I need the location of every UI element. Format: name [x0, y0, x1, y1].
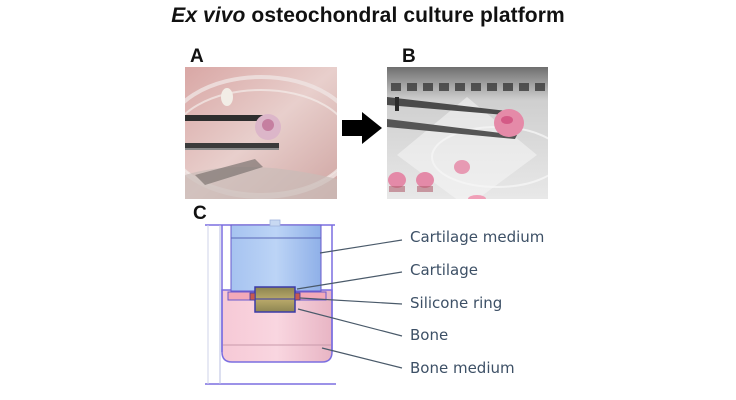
callout-cartilage-medium: Cartilage medium — [410, 228, 545, 246]
panel-label-b: B — [402, 46, 416, 67]
leader-lines — [296, 239, 403, 369]
callout-silicone-ring: Silicone ring — [410, 294, 503, 312]
figure-title: Ex vivo osteochondral culture platform — [0, 4, 736, 28]
panel-label-a: A — [190, 46, 204, 67]
callout-bone-medium: Bone medium — [410, 359, 515, 377]
photo-panel-a — [185, 67, 337, 199]
panel-label-c: C — [193, 203, 207, 224]
title-rest: osteochondral culture platform — [245, 4, 565, 27]
title-italic: Ex vivo — [171, 4, 246, 27]
callout-cartilage: Cartilage — [410, 261, 478, 279]
photo-panel-b — [387, 67, 548, 199]
culture-platform-plugs-image — [387, 67, 548, 199]
callout-bone: Bone — [410, 326, 449, 344]
petri-dish-forceps-image — [185, 67, 337, 199]
